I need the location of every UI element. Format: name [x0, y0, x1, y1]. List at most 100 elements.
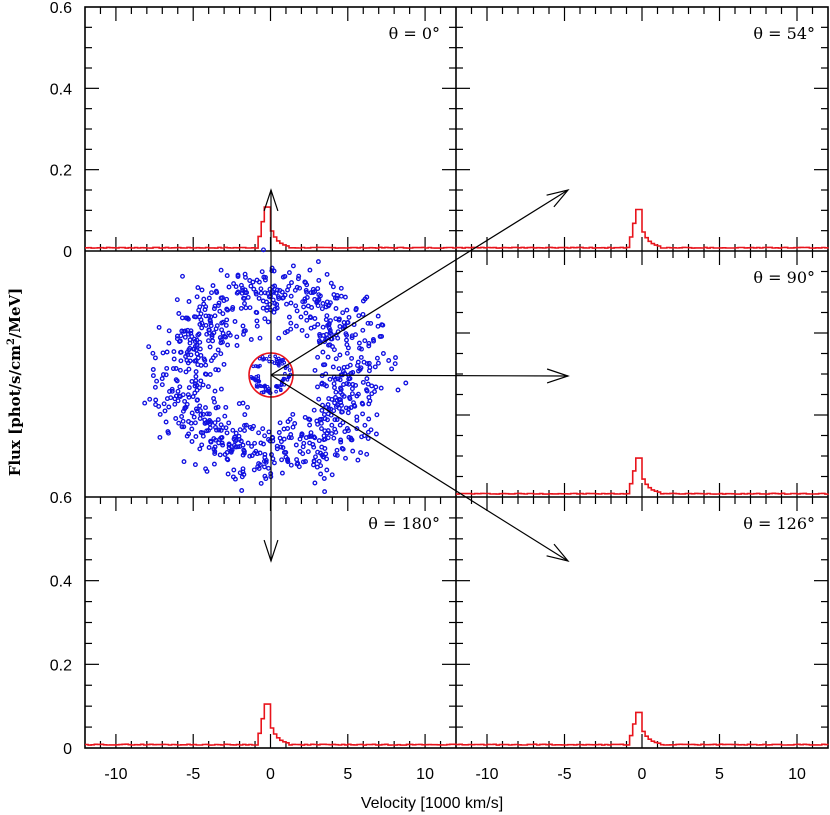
- ejecta-point: [212, 420, 218, 426]
- ejecta-point: [354, 417, 360, 423]
- ejecta-point: [279, 457, 285, 463]
- ejecta-point: [178, 358, 184, 364]
- ejecta-point: [166, 340, 172, 346]
- ejecta-point: [217, 308, 223, 314]
- ejecta-point: [333, 395, 338, 400]
- ejecta-point: [316, 396, 322, 402]
- ejecta-point: [183, 354, 189, 359]
- ejecta-point: [200, 382, 206, 388]
- ejecta-point: [325, 411, 331, 417]
- ejecta-point: [356, 313, 362, 319]
- ejecta-point: [274, 305, 280, 311]
- ejecta-point: [366, 343, 372, 349]
- ejecta-point: [192, 462, 198, 468]
- ejecta-point: [369, 391, 375, 397]
- ejecta-point: [261, 247, 266, 253]
- ejecta-point: [186, 299, 192, 304]
- angle-label: θ = 0°: [389, 24, 440, 43]
- ejecta-point: [240, 466, 246, 472]
- ejecta-point: [188, 420, 194, 426]
- ejecta-point: [307, 314, 313, 320]
- ejecta-point: [374, 412, 380, 418]
- spectrum-line: [456, 711, 829, 746]
- ejecta-point: [201, 296, 207, 302]
- ejecta-point: [206, 327, 212, 333]
- ejecta-scatter: [142, 247, 409, 495]
- view-arrow-head: [546, 188, 570, 208]
- ejecta-point: [326, 342, 331, 348]
- ejecta-point: [254, 310, 260, 316]
- ejecta-point: [311, 458, 317, 464]
- ejecta-point: [332, 417, 338, 423]
- ejecta-point: [230, 427, 236, 433]
- view-arrow-line: [270, 374, 569, 562]
- y-tick-label: 0.6: [50, 490, 72, 507]
- ejecta-point: [297, 449, 303, 454]
- ejecta-point: [232, 438, 238, 444]
- ejecta-point: [338, 285, 344, 291]
- ejecta-point: [349, 335, 355, 341]
- ejecta-point: [264, 307, 270, 313]
- ejecta-point: [202, 371, 208, 377]
- ejecta-point: [349, 355, 355, 361]
- ejecta-point: [304, 289, 310, 295]
- ejecta-point: [365, 381, 371, 387]
- ejecta-point: [292, 421, 298, 426]
- ejecta-point: [358, 365, 364, 371]
- ejecta-point: [213, 288, 219, 294]
- ejecta-point: [319, 306, 325, 312]
- core-point: [253, 364, 258, 368]
- ejecta-point: [177, 394, 183, 399]
- core-point: [250, 376, 254, 381]
- ejecta-point: [318, 420, 324, 426]
- ejecta-point: [282, 292, 288, 298]
- ejecta-point: [307, 422, 313, 428]
- ejecta-point: [315, 303, 321, 309]
- ejecta-point: [360, 311, 366, 317]
- ejecta-point: [245, 404, 250, 410]
- ejecta-point: [185, 392, 191, 398]
- ejecta-point: [320, 324, 326, 330]
- ejecta-point: [236, 401, 242, 407]
- core-point: [256, 378, 261, 383]
- ejecta-point: [276, 430, 282, 435]
- ejecta-point: [301, 304, 307, 310]
- ejecta-point: [230, 305, 236, 310]
- ejecta-point: [258, 480, 264, 486]
- ejecta-point: [171, 349, 177, 355]
- ejecta-point: [220, 311, 226, 317]
- ejecta-point: [316, 458, 322, 464]
- ejecta-point: [389, 366, 395, 372]
- ejecta-point: [182, 398, 188, 404]
- ejecta-point: [344, 337, 349, 343]
- ejecta-point: [218, 267, 224, 273]
- ejecta-point: [266, 429, 272, 435]
- ejecta-point: [231, 467, 237, 473]
- ejecta-point: [288, 300, 294, 306]
- ejecta-point: [349, 391, 355, 397]
- ejecta-point: [315, 321, 321, 327]
- ejecta-point: [214, 323, 220, 329]
- ejecta-point: [153, 402, 159, 408]
- ejecta-point: [344, 350, 350, 356]
- y-axis-title-main: Flux [phot/s/cm: [6, 345, 24, 476]
- ejecta-point: [315, 259, 321, 265]
- ejecta-point: [248, 283, 254, 289]
- ejecta-point: [254, 318, 260, 324]
- ejecta-point: [237, 444, 243, 449]
- ejecta-point: [338, 437, 344, 443]
- ejecta-point: [261, 441, 266, 447]
- ejecta-point: [286, 270, 292, 276]
- view-arrows: [263, 188, 570, 563]
- ejecta-point: [221, 361, 227, 367]
- ejecta-point: [177, 339, 182, 344]
- ejecta-point: [199, 325, 205, 331]
- y-tick-label: 0.2: [50, 657, 72, 674]
- ejecta-point: [279, 470, 285, 476]
- ejecta-point: [367, 364, 373, 370]
- ejecta-point: [186, 366, 192, 372]
- view-arrow-head: [263, 188, 279, 212]
- ejecta-point: [277, 420, 283, 426]
- ejecta-point: [193, 378, 199, 384]
- ejecta-point: [296, 273, 302, 279]
